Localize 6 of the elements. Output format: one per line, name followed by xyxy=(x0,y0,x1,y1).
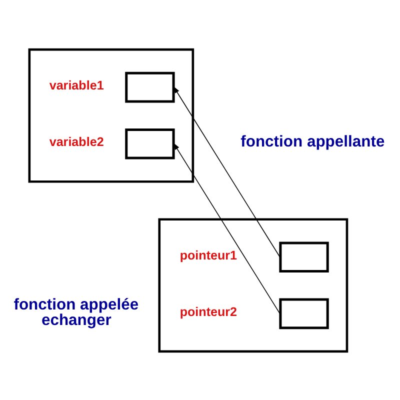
node-label: variable1 xyxy=(49,78,104,92)
node-label: fonction appelée echanger xyxy=(14,296,139,329)
node-label: variable2 xyxy=(49,134,104,149)
node-label: fonction appellante xyxy=(240,133,385,150)
node-label: pointeur1 xyxy=(180,248,238,262)
node-label: pointeur2 xyxy=(180,304,238,318)
